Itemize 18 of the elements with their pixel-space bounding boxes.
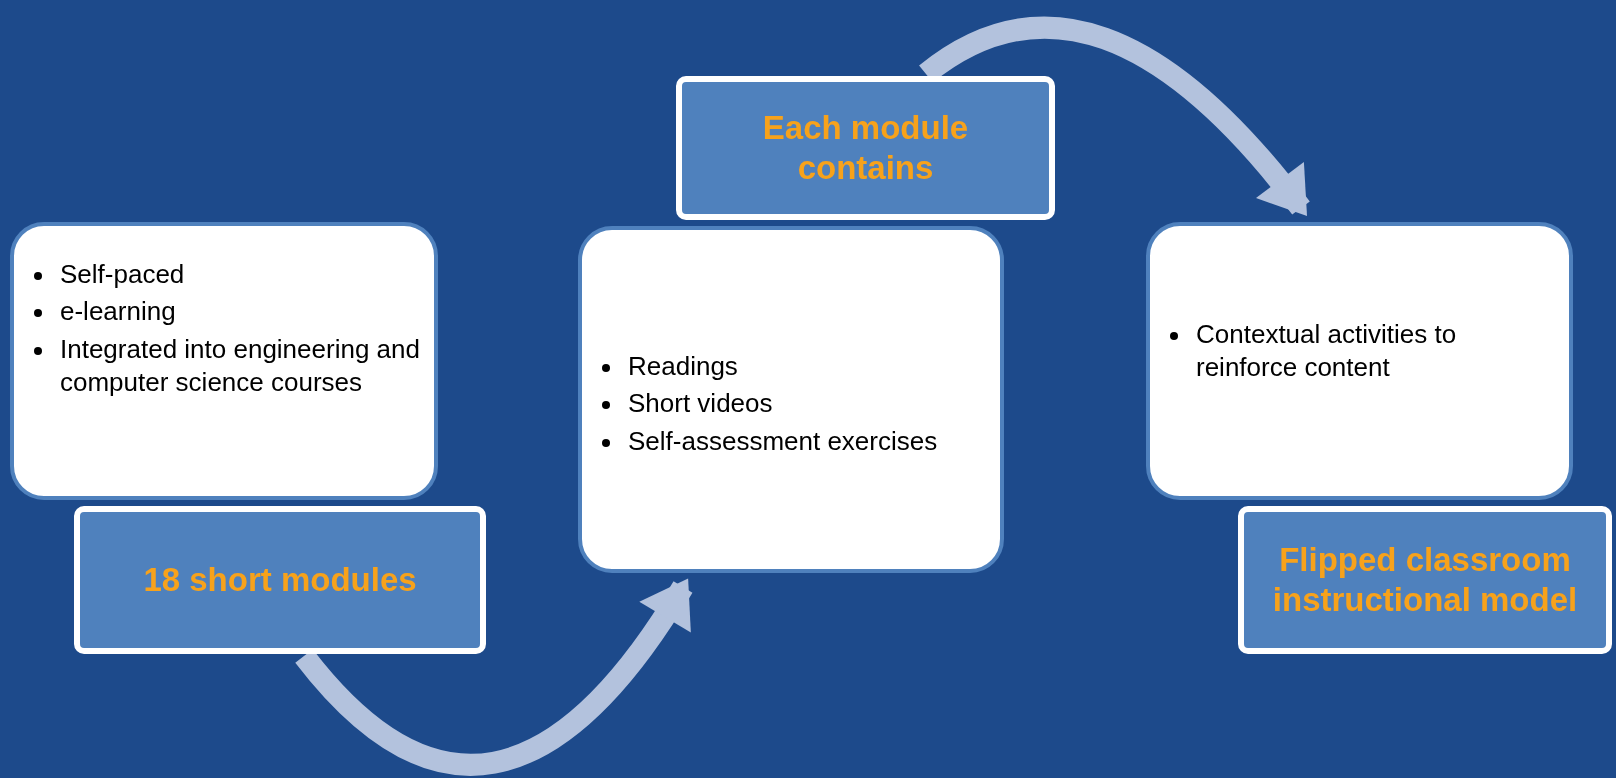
bullet-text: Self-paced xyxy=(60,258,185,291)
heading-text: 18 short modules xyxy=(143,560,417,600)
bullet-text: e-learning xyxy=(60,295,176,329)
content-box xyxy=(578,226,1004,573)
heading-box xyxy=(74,506,486,654)
curved-arrow xyxy=(919,16,1310,216)
heading-text: Each module contains xyxy=(761,108,970,188)
bullet-text: Short videos xyxy=(628,387,773,421)
content-box xyxy=(1146,222,1573,500)
bullet-text: Contextual activities to reinforce content xyxy=(1196,318,1458,385)
heading-box xyxy=(1238,506,1612,654)
content-box xyxy=(10,222,438,500)
bullet-text: Integrated into engineering and computer science courses xyxy=(60,332,421,399)
bullet-text: Self-assessment exercises xyxy=(628,424,938,458)
heading-box xyxy=(676,76,1055,220)
bullet-text: Readings xyxy=(628,350,738,383)
curved-arrow xyxy=(295,578,693,776)
heading-text: Flipped classroom instructional model xyxy=(1271,540,1579,620)
